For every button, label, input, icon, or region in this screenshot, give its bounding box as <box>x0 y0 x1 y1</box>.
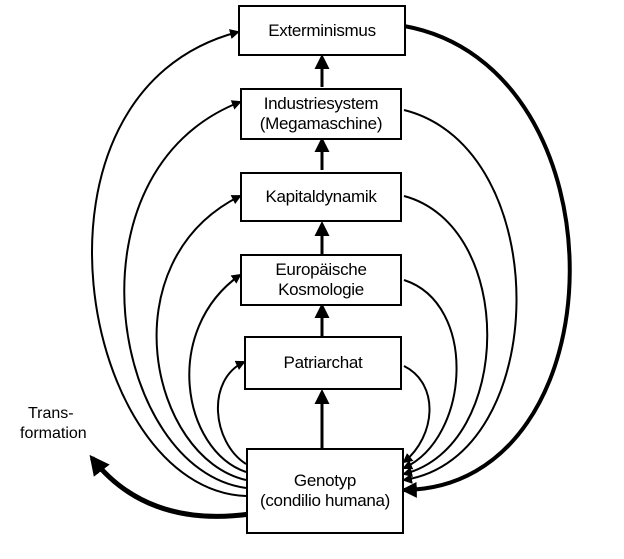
loop-left-industriesystem <box>123 100 247 489</box>
node-genotyp-line-1: Genotyp <box>293 471 357 490</box>
loop-right-kosmologie <box>402 279 458 470</box>
node-genotyp: Genotyp (condilio humana) <box>246 448 404 534</box>
loop-right-exterminismus <box>400 24 572 498</box>
node-kapitaldynamik-label: Kapitaldynamik <box>265 187 377 206</box>
left-loops <box>91 29 247 497</box>
loop-left-exterminismus <box>91 29 247 497</box>
loop-left-patriarchat <box>216 360 247 465</box>
node-industriesystem: Industriesystem (Megamaschine) <box>240 88 402 140</box>
node-kosmologie-line-1: Europäische <box>275 260 367 279</box>
node-genotyp-line-2: (condilio humana) <box>259 491 391 510</box>
transformation-label-line-2: formation <box>20 425 87 442</box>
loop-left-kapitaldynamik <box>155 195 247 481</box>
loop-right-kapitaldynamik <box>402 195 489 477</box>
loop-left-kosmologie <box>188 273 247 473</box>
node-patriarchat-label: Patriarchat <box>283 353 363 372</box>
node-exterminismus: Exterminismus <box>238 5 406 56</box>
transformation-arrow <box>89 454 251 519</box>
transformation-label-line-1: Trans- <box>28 405 74 422</box>
right-loops <box>400 24 572 498</box>
loop-right-patriarchat <box>402 365 431 464</box>
node-europaeische-kosmologie: Europäische Kosmologie <box>240 254 402 306</box>
node-industriesystem-line-1: Industriesystem <box>263 94 379 113</box>
node-patriarchat: Patriarchat <box>244 336 402 390</box>
node-exterminismus-label: Exterminismus <box>268 20 376 40</box>
node-kapitaldynamik: Kapitaldynamik <box>240 172 402 222</box>
node-industriesystem-line-2: (Megamaschine) <box>259 114 383 133</box>
node-kosmologie-line-2: Kosmologie <box>278 280 364 299</box>
loop-right-industriesystem <box>402 109 518 484</box>
transformation-label: Trans- formation <box>20 404 87 444</box>
